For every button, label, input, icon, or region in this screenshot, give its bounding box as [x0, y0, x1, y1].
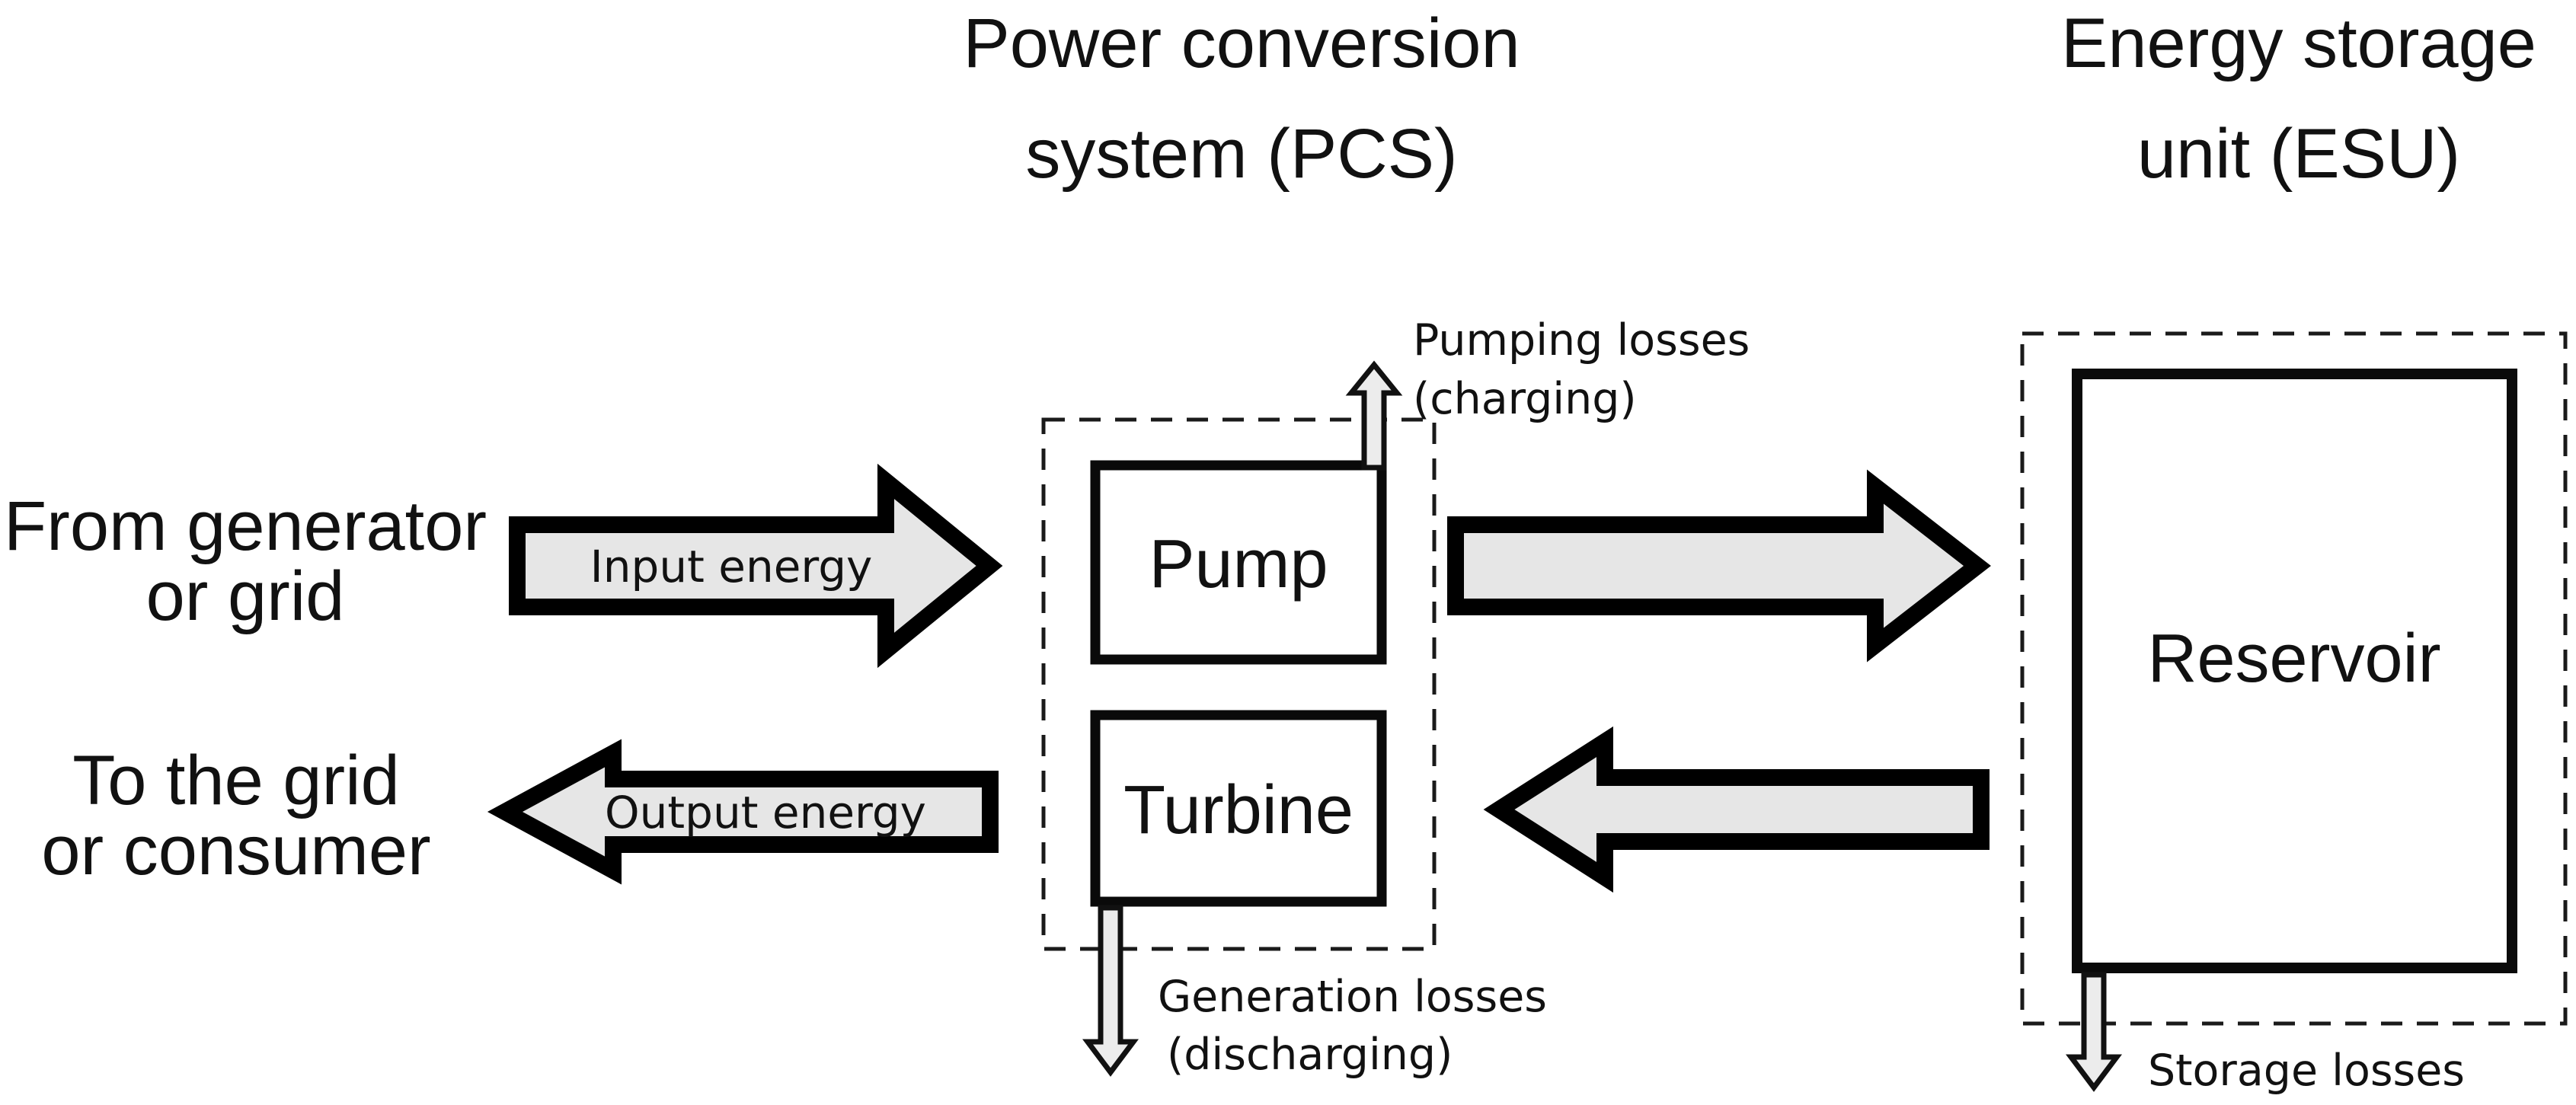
turbine-box — [1090, 710, 1387, 907]
esu-title-line2: unit (ESU) — [2137, 115, 2460, 193]
sink-label-line1: To the grid — [72, 742, 400, 819]
pump-label: Pump — [1149, 526, 1328, 602]
output-energy-arrow — [487, 739, 999, 885]
source-label-line2: or grid — [146, 557, 345, 635]
storage-losses-arrow-icon — [2066, 972, 2122, 1092]
generation-losses-label-line1: Generation losses — [1158, 972, 1547, 1022]
pcs-dashed-box — [1041, 417, 1437, 951]
source-label-line1: From generator — [4, 487, 487, 565]
input-energy-label: Input energy — [590, 541, 873, 592]
turbine-label: Turbine — [1123, 772, 1354, 848]
pumping-losses-arrow-icon — [1345, 360, 1403, 471]
reservoir-to-turbine-arrow — [1483, 726, 1990, 893]
input-energy-arrow — [509, 463, 1003, 669]
reservoir-label: Reservoir — [2147, 621, 2440, 697]
pumping-losses-label-line2: (charging) — [1413, 374, 1637, 424]
esu-title-line1: Energy storage — [2061, 5, 2536, 82]
pumping-losses-label-line1: Pumping losses — [1413, 315, 1750, 366]
sink-label-line2: or consumer — [41, 812, 430, 889]
reservoir-box — [2072, 369, 2517, 973]
output-energy-label: Output energy — [605, 787, 926, 838]
pcs-title-line2: system (PCS) — [1025, 115, 1457, 193]
pump-to-reservoir-arrow — [1447, 469, 1991, 663]
pcs-title-line1: Power conversion — [963, 5, 1520, 82]
generation-losses-arrow-icon — [1082, 905, 1139, 1077]
pump-box — [1090, 460, 1387, 665]
storage-losses-label: Storage losses — [2148, 1046, 2465, 1096]
generation-losses-label-line2: (discharging) — [1167, 1030, 1453, 1080]
esu-dashed-box — [2020, 331, 2568, 1026]
